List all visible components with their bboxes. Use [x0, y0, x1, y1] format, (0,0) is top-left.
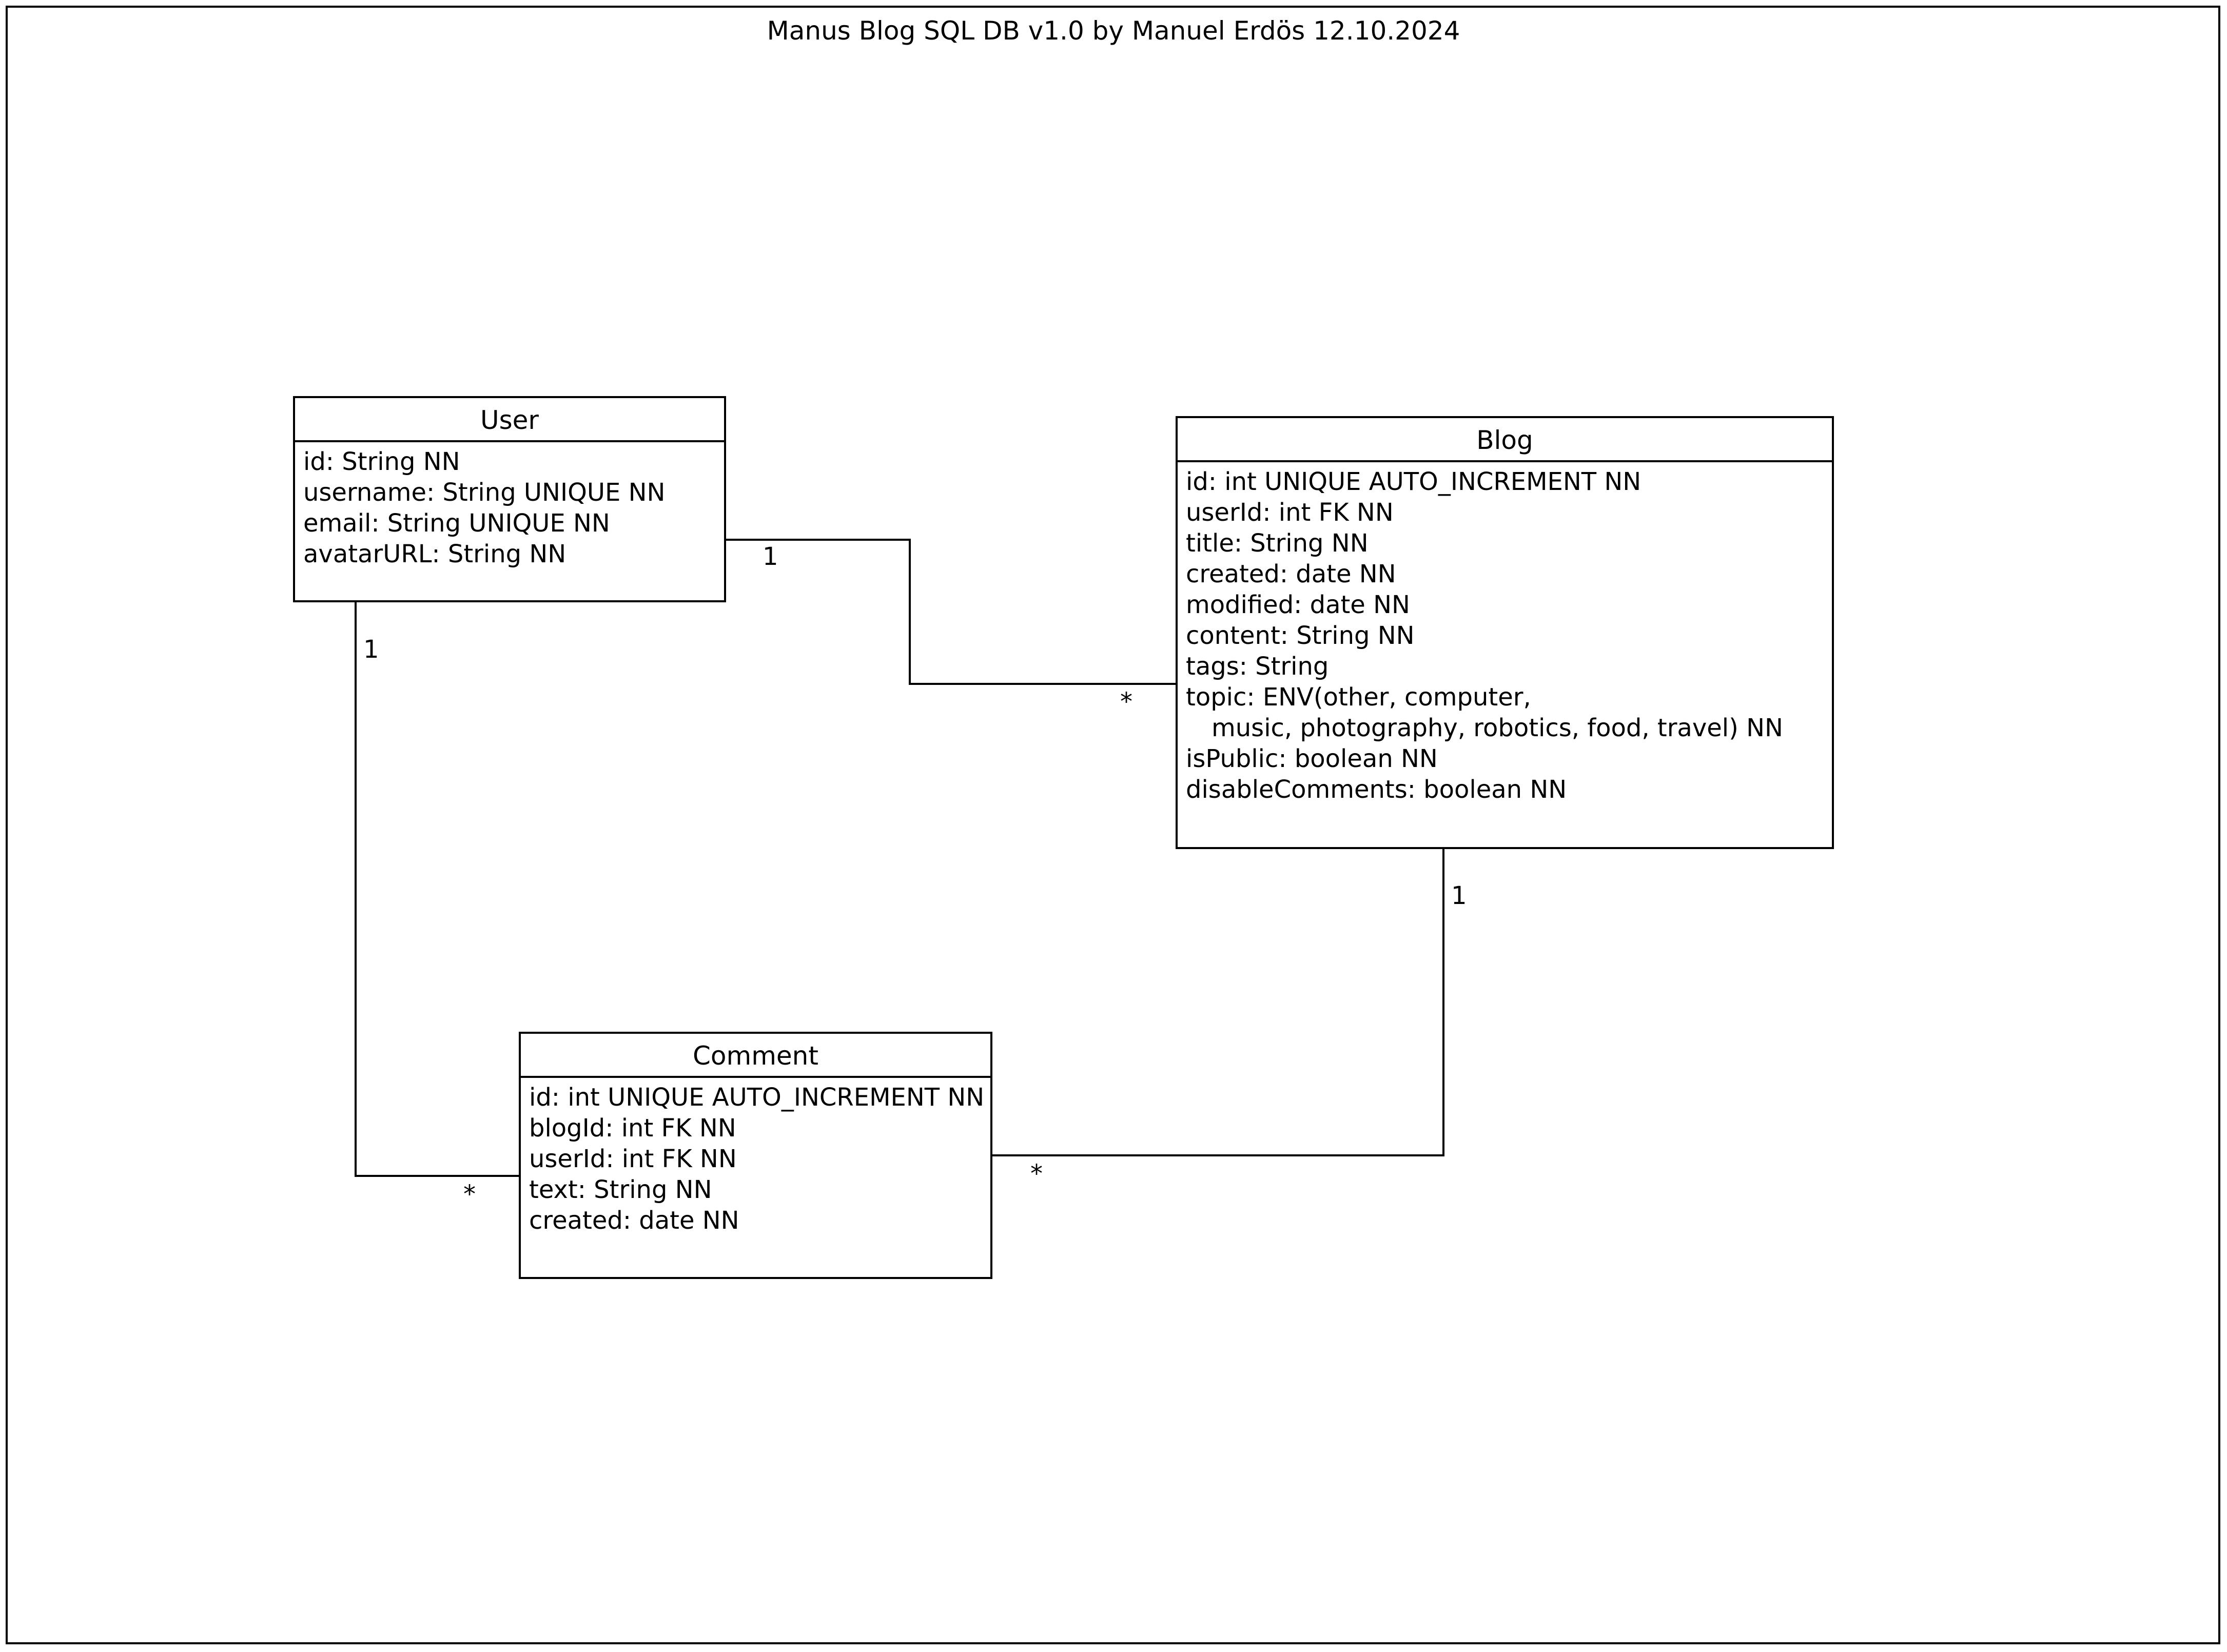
- attribute-row: userId: int FK NN: [529, 1145, 737, 1173]
- multiplicity-blog-comment-blog-end: 1: [1451, 881, 1467, 910]
- entity-comment: Comment id: int UNIQUE AUTO_INCREMENT NN…: [519, 1032, 992, 1279]
- multiplicity-blog-comment-comment-end: *: [1030, 1159, 1043, 1188]
- entity-blog: Blog id: int UNIQUE AUTO_INCREMENT NN us…: [1176, 416, 1834, 849]
- multiplicity-user-comment-user-end: 1: [363, 635, 379, 664]
- diagram-frame: [6, 6, 2220, 1644]
- attribute-row: blogId: int FK NN: [529, 1114, 736, 1143]
- attribute-row: email: String UNIQUE NN: [303, 509, 610, 538]
- entity-comment-name: Comment: [521, 1034, 990, 1078]
- entity-blog-attributes: id: int UNIQUE AUTO_INCREMENT NN userId:…: [1178, 462, 1832, 805]
- entity-comment-attributes: id: int UNIQUE AUTO_INCREMENT NN blogId:…: [521, 1078, 990, 1236]
- diagram-title: Manus Blog SQL DB v1.0 by Manuel Erdös 1…: [767, 16, 1460, 46]
- connector-user-comment: [355, 602, 520, 1177]
- attribute-row: title: String NN: [1186, 529, 1369, 558]
- attribute-row: username: String UNIQUE NN: [303, 478, 666, 507]
- attribute-row: userId: int FK NN: [1186, 498, 1394, 527]
- connector-blog-comment: [992, 849, 1444, 1156]
- attribute-row: content: String NN: [1186, 621, 1415, 650]
- attribute-row: avatarURL: String NN: [303, 540, 566, 568]
- entity-user: User id: String NN username: String UNIQ…: [293, 396, 726, 602]
- multiplicity-user-blog-blog-end: *: [1120, 687, 1132, 716]
- attribute-row-continuation: music, photography, robotics, food, trav…: [1212, 714, 1783, 742]
- attribute-row: created: date NN: [1186, 560, 1396, 588]
- attribute-row: disableComments: boolean NN: [1186, 775, 1567, 804]
- attribute-row: created: date NN: [529, 1206, 739, 1235]
- attribute-row: id: int UNIQUE AUTO_INCREMENT NN: [529, 1083, 985, 1112]
- attribute-row: id: String NN: [303, 447, 460, 476]
- entity-blog-name: Blog: [1178, 418, 1832, 462]
- attribute-row: id: int UNIQUE AUTO_INCREMENT NN: [1186, 467, 1642, 496]
- attribute-row: tags: String: [1186, 652, 1329, 681]
- attribute-row: text: String NN: [529, 1175, 712, 1204]
- entity-user-attributes: id: String NN username: String UNIQUE NN…: [295, 442, 724, 569]
- entity-user-name: User: [295, 398, 724, 442]
- multiplicity-user-comment-comment-end: *: [463, 1180, 476, 1209]
- attribute-row: isPublic: boolean NN: [1186, 744, 1438, 773]
- multiplicity-user-blog-user-end: 1: [763, 542, 778, 571]
- attribute-row: topic: ENV(other, computer,: [1186, 683, 1531, 712]
- connector-user-blog: [725, 539, 1177, 685]
- attribute-row: modified: date NN: [1186, 591, 1410, 619]
